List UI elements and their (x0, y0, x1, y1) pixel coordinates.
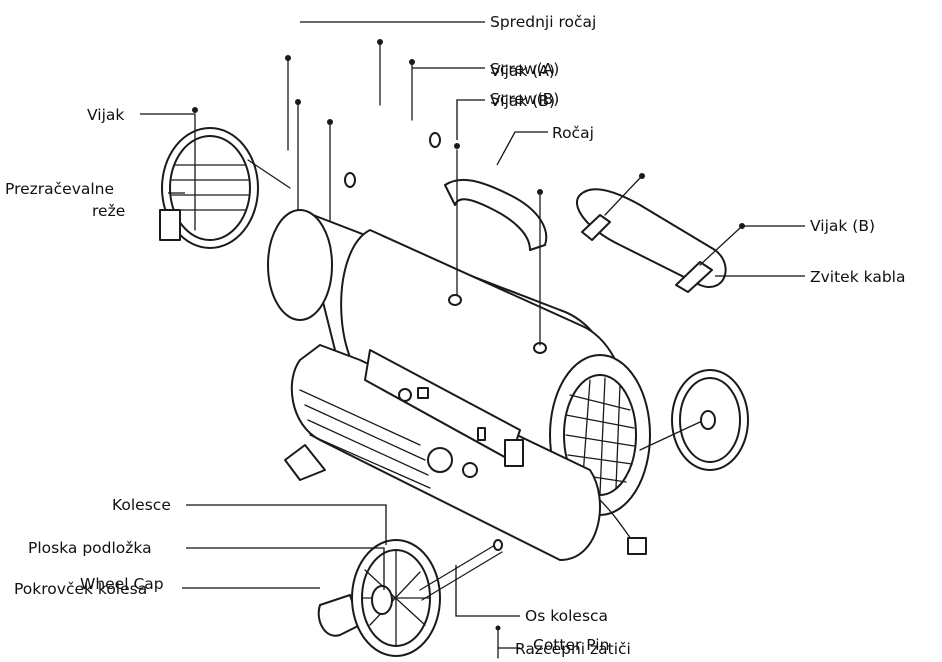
label-screw: Vijak (87, 106, 124, 124)
label-cord-wrap: Zvitek kabla (810, 268, 905, 286)
label-screw-a-ghost: Screw(A) (490, 60, 559, 78)
handle-part (444, 143, 548, 346)
leader-lines (140, 21, 805, 649)
label-flat-washer: Ploska podložka (28, 539, 152, 557)
label-wheel-cap-ghost: Wheel Cap (80, 575, 164, 593)
label-wheel: Kolesce (112, 496, 171, 514)
base-housing-part (284, 344, 647, 561)
label-screw-a: Vijak (A) (490, 62, 555, 80)
label-cotter-pin: Razcepni zatiči (515, 640, 631, 658)
vent-grille-part (159, 107, 291, 249)
label-screw-b: Vijak (B) (490, 92, 555, 110)
label-axle: Os kolesca (525, 607, 608, 625)
label-vents-line2: reže (92, 202, 125, 220)
label-wheel-cap: Pokrovček kolesa (14, 580, 147, 598)
label-screw-b-ghost: Screw(B) (490, 90, 559, 108)
label-cotter-pin-ghost: Cotter Pin (533, 636, 609, 654)
left-wheel-part (317, 539, 503, 659)
right-wheel-part (639, 369, 749, 471)
label-front-handle: Sprednji ročaj (490, 13, 596, 31)
labels: Sprednji ročaj Screw(A) Vijak (A) Screw(… (5, 13, 905, 658)
cord-wrap-part (575, 173, 745, 293)
label-screw-b-right: Vijak (B) (810, 217, 875, 235)
label-vents-line1: Prezračevalne (5, 180, 114, 198)
front-handle-part (247, 18, 441, 188)
label-handle: Ročaj (552, 124, 594, 142)
